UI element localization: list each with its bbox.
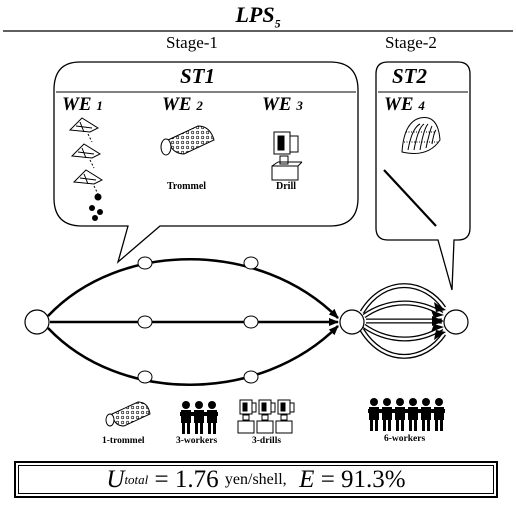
u-symbol: U [106, 466, 124, 494]
we1-balls-icon [89, 194, 103, 222]
e-value: = 91.3% [314, 466, 405, 494]
stage1-upper-arc [48, 259, 338, 318]
u-subscript: total [124, 472, 148, 488]
sink-node [444, 310, 468, 334]
resource-trommel-label: 1-trommel [102, 436, 145, 446]
resource-trommel-icon [106, 402, 150, 426]
resource-3-drills-label: 3-drills [252, 436, 281, 446]
resource-6-workers-label: 6-workers [384, 434, 425, 444]
resource-3-workers-label: 3-workers [176, 436, 217, 446]
stage2-label: Stage-2 [385, 33, 437, 53]
u-unit: yen/shell, [225, 471, 287, 489]
we1-label: WE 1 [62, 94, 103, 116]
st2-label: ST2 [392, 64, 427, 89]
drill-label: Drill [276, 181, 296, 192]
we1-hopper-icon [70, 118, 102, 194]
stage1-label: Stage-1 [166, 33, 218, 53]
u-value: = 1.76 [148, 466, 225, 494]
resource-3-drills-icon [238, 400, 294, 433]
shell-icon [384, 117, 440, 226]
source-node [25, 310, 49, 334]
resource-3-workers-icon [180, 401, 218, 434]
we3-label: WE 3 [262, 94, 303, 116]
we2-label: WE 2 [162, 94, 203, 116]
stage1-network [48, 259, 338, 385]
stage1-intermediate-nodes [138, 257, 258, 383]
resource-6-workers-icon [368, 398, 445, 431]
trommel-label: Trommel [167, 181, 206, 192]
stage2-network [362, 286, 446, 357]
st1-label: ST1 [180, 64, 215, 89]
stage1-lower-arc [48, 326, 338, 385]
e-symbol: E [299, 466, 314, 494]
drill-icon [272, 132, 302, 180]
we4-label: WE 4 [384, 94, 425, 116]
middle-node [340, 310, 364, 334]
trommel-icon [161, 126, 214, 155]
